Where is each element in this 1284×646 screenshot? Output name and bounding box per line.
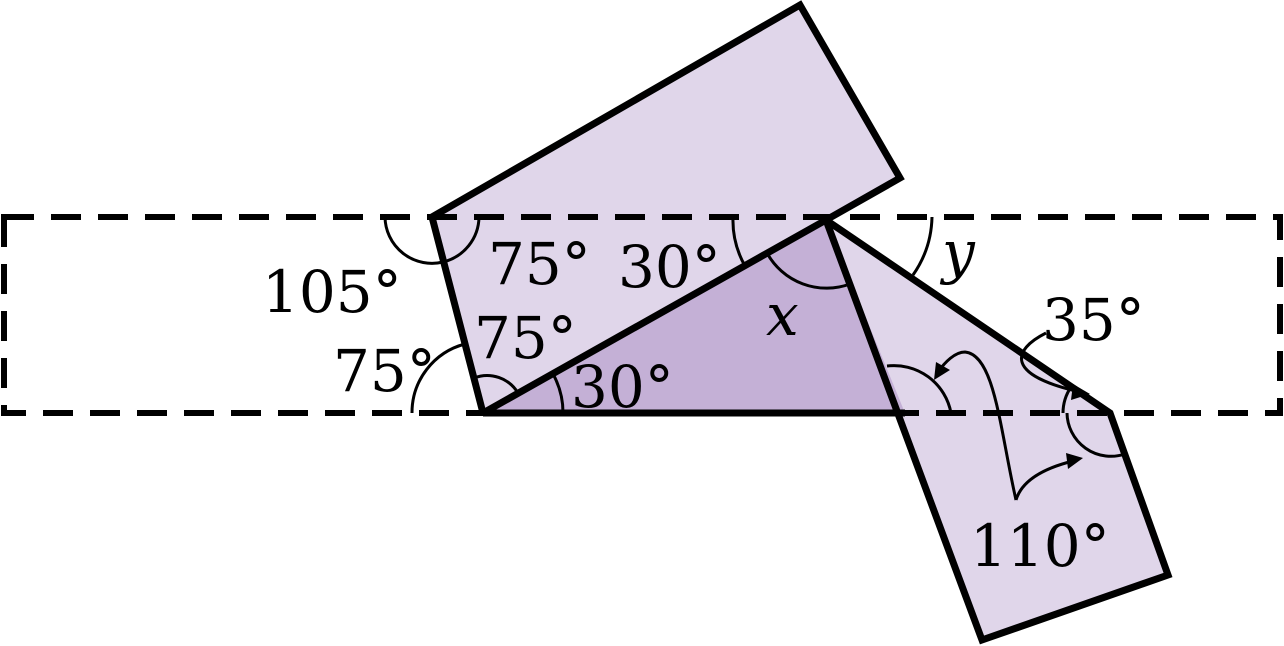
arc-35-right	[1061, 386, 1073, 414]
arc-y	[911, 216, 934, 276]
arrow-35-right	[1020, 331, 1081, 394]
center-triangle	[483, 220, 905, 413]
arc-75-top	[442, 216, 481, 264]
triangle-hypotenuse	[481, 216, 828, 417]
dashed-band	[1, 214, 1283, 416]
upper-rectangle-outline	[427, 0, 905, 414]
arc-75-lower	[473, 374, 520, 394]
annotation-arrows	[934, 331, 1090, 501]
arc-35-left	[886, 364, 953, 414]
arc-30-bottom	[551, 373, 565, 414]
arc-75-outer	[410, 342, 466, 414]
label-110: 110°	[970, 512, 1110, 580]
arrow-35-left	[936, 350, 1018, 501]
label-75-top: 75°	[488, 230, 591, 298]
label-30-bottom: 30°	[571, 353, 674, 421]
label-35: 35°	[1042, 286, 1145, 354]
label-y: y	[939, 218, 976, 286]
arc-110	[1065, 412, 1126, 458]
lower-right-parallelogram	[826, 220, 1168, 640]
arrowhead-35-left	[934, 362, 950, 380]
angle-arcs	[383, 216, 1126, 458]
label-75-outer: 75°	[333, 337, 436, 405]
upper-rectangle	[432, 5, 900, 413]
arrowhead-110	[1066, 453, 1083, 469]
label-x: x	[766, 281, 799, 349]
label-105: 105°	[262, 258, 402, 326]
arrow-110	[1014, 459, 1074, 501]
label-30-top: 30°	[618, 233, 721, 301]
arc-x	[765, 252, 851, 290]
parallelogram-outline	[822, 217, 1173, 645]
arrowhead-35-right	[1071, 384, 1090, 400]
label-75-lower: 75°	[474, 304, 577, 372]
arc-105	[383, 216, 444, 265]
arc-30-top	[731, 216, 747, 267]
solid-edges	[427, 0, 1173, 645]
